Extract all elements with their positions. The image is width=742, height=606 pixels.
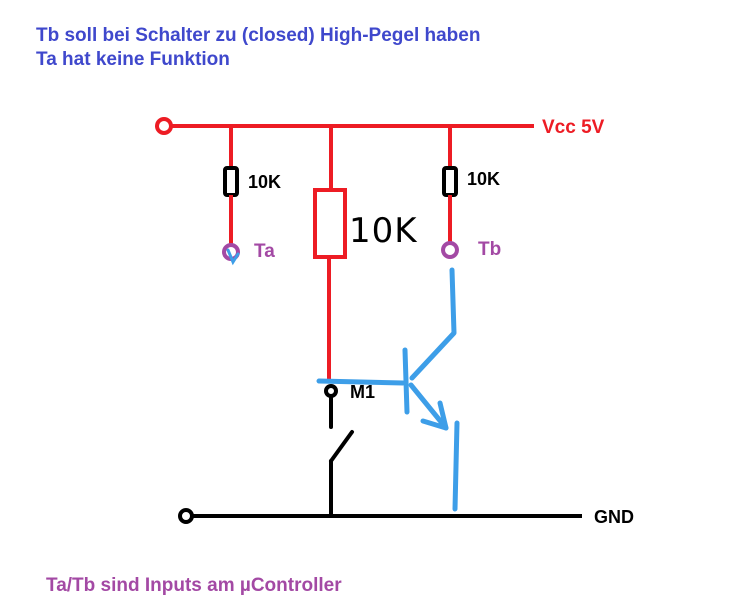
ta-label: Ta bbox=[254, 241, 275, 262]
vcc-terminal bbox=[155, 117, 173, 135]
title-line-2: Ta hat keine Funktion bbox=[36, 49, 230, 70]
switch bbox=[324, 384, 354, 518]
m1-label: M1 bbox=[350, 382, 375, 402]
emitter-to-gnd-wire bbox=[452, 420, 460, 512]
switch-contact bbox=[324, 384, 338, 398]
resistor-ta-label: 10K bbox=[248, 172, 281, 192]
gnd-rail bbox=[178, 508, 582, 524]
gnd-label: GND bbox=[594, 507, 634, 527]
resistor-tb bbox=[442, 166, 458, 197]
resistor-tb-label: 10K bbox=[467, 169, 500, 189]
title-line-1: Tb soll bei Schalter zu (closed) High-Pe… bbox=[36, 25, 480, 46]
tb-label: Tb bbox=[478, 239, 501, 260]
transistor-emitter bbox=[408, 382, 449, 431]
tb-pin bbox=[441, 241, 459, 259]
tb-branch bbox=[441, 126, 459, 259]
resistor-base bbox=[313, 188, 347, 259]
transistor bbox=[316, 267, 460, 512]
ta-branch bbox=[222, 126, 240, 266]
gnd-terminal bbox=[178, 508, 194, 524]
transistor-arrow bbox=[420, 400, 449, 431]
resistor-base-label: 10K bbox=[349, 211, 418, 251]
vcc-rail bbox=[155, 117, 534, 135]
transistor-base-wire bbox=[316, 378, 406, 386]
transistor-collector bbox=[409, 267, 457, 381]
vcc-label: Vcc 5V bbox=[542, 117, 605, 138]
switch-lever bbox=[329, 430, 354, 463]
base-branch bbox=[313, 126, 347, 381]
transistor-base-bar bbox=[402, 347, 410, 415]
resistor-ta bbox=[223, 166, 239, 197]
footer-note: Ta/Tb sind Inputs am µController bbox=[46, 575, 342, 596]
